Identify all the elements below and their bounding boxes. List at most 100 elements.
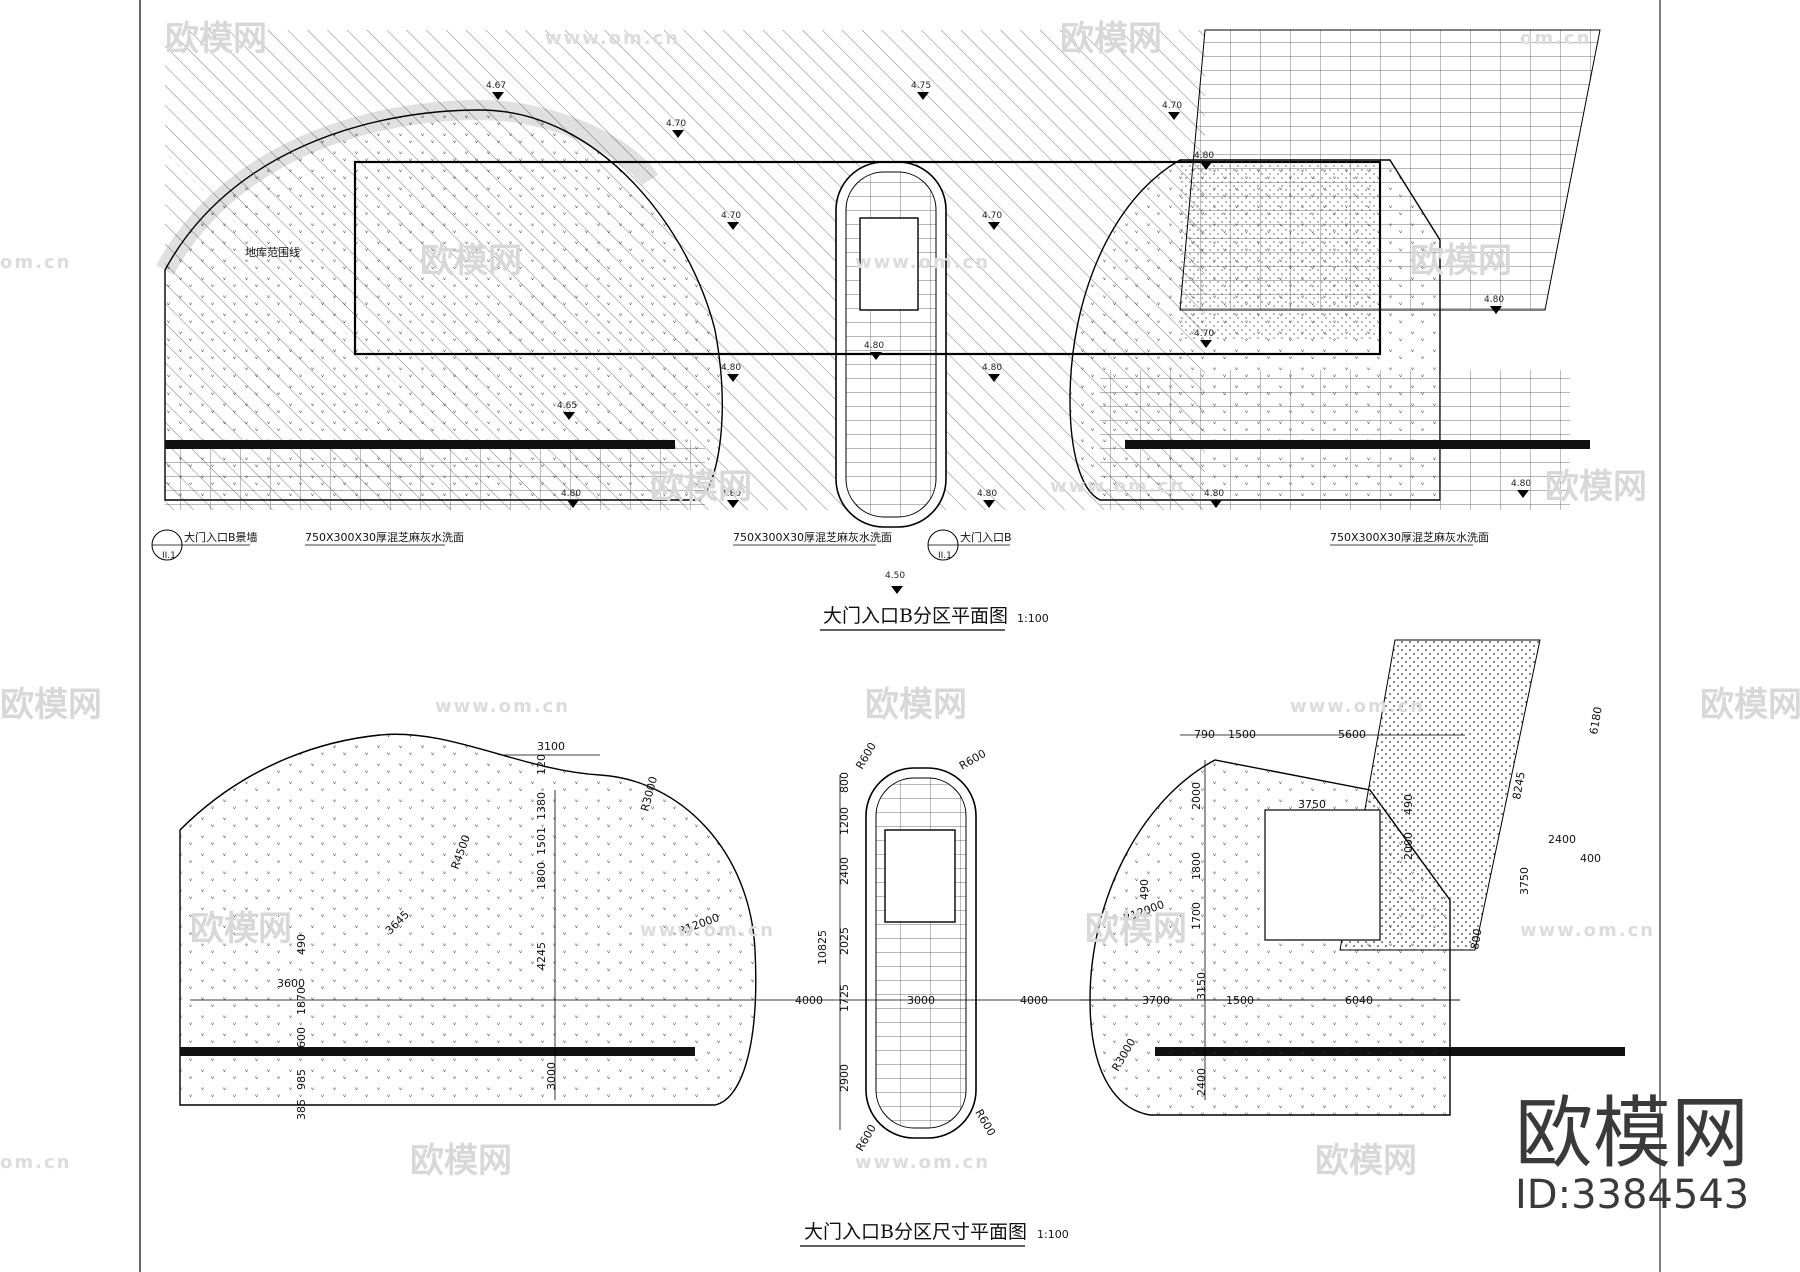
- dim-label: 1725: [838, 984, 851, 1012]
- watermark-brand: 欧模网: [420, 241, 522, 281]
- dim-label: 5600: [1338, 728, 1366, 741]
- dim-label: 1800: [1190, 852, 1203, 880]
- watermark-brand: 欧模网: [1085, 909, 1187, 949]
- elev-label: 4.80: [1204, 489, 1224, 499]
- dim-label: 2400: [1548, 833, 1576, 846]
- dim-label: R600: [957, 747, 988, 773]
- dim-label: 2000: [1190, 782, 1203, 810]
- watermark-url: www.om.cn: [435, 696, 570, 717]
- outer-curve: [179, 734, 381, 831]
- paving-labels: 750X300X30厚混芝麻灰水洗面 750X300X30厚混芝麻灰水洗面 75…: [305, 530, 1489, 546]
- dim-label: 8245: [1510, 771, 1528, 801]
- plan-a: 4.67 4.75 4.70 4.70 4.70 4.70 4.80 4.70 …: [151, 29, 1601, 631]
- dim-label: 600: [295, 1027, 308, 1048]
- dim-label: 1500: [1228, 728, 1256, 741]
- watermark-url: om.cn: [0, 252, 71, 273]
- guard-house: [859, 217, 919, 311]
- dim-label: 1380: [535, 792, 548, 820]
- dim-label: 490: [295, 934, 308, 955]
- paving-label-center: 750X300X30厚混芝麻灰水洗面: [733, 530, 892, 544]
- dim-label: 4000: [795, 994, 823, 1007]
- dim-label: 3700: [1142, 994, 1170, 1007]
- callout-wall: II.1 大门入口B景墙: [151, 529, 258, 561]
- watermark-brand: 欧模网: [1545, 467, 1647, 507]
- elev-label: 4.70: [982, 211, 1002, 221]
- dim-label: 1700: [1190, 902, 1203, 930]
- lower-paving-left: [165, 440, 705, 510]
- dimension-lines: [190, 734, 1465, 1130]
- callout-sheet-ref: II.1: [162, 551, 176, 561]
- dim-label: 3000: [907, 994, 935, 1007]
- elev-label: 4.80: [561, 489, 581, 499]
- dim-label: 3150: [1195, 972, 1208, 1000]
- callout-sheet-ref: II.1: [938, 551, 952, 561]
- plan-a-scale: 1:100: [1017, 612, 1049, 625]
- watermark-brand: 欧模网: [0, 685, 102, 725]
- dim-label: 3600: [277, 977, 305, 990]
- dim-label: 1500: [1226, 994, 1254, 1007]
- dim-label: 2900: [838, 1064, 851, 1092]
- watermark-brand: 欧模网: [865, 685, 967, 725]
- planter-box-b: [1264, 809, 1381, 941]
- section-boundary-rect: [353, 160, 1382, 356]
- watermark-url: www.om.cn: [1050, 476, 1185, 497]
- watermark-brand: 欧模网: [1410, 241, 1512, 281]
- elev-label: 4.80: [721, 363, 741, 373]
- dim-label: 2400: [838, 857, 851, 885]
- dim-label: R600: [972, 1107, 998, 1138]
- dim-label: 10825: [816, 930, 829, 965]
- plan-b-title-block: 大门入口B分区尺寸平面图 1:100: [800, 1221, 1069, 1247]
- brand-stamp: 欧模网 ID:3384543: [1515, 1089, 1749, 1218]
- elev-label: 4.65: [557, 401, 577, 411]
- elev-label: 4.70: [666, 119, 686, 129]
- watermark-brand: 欧模网: [1700, 685, 1800, 725]
- dim-label: 2000: [1402, 832, 1415, 860]
- elev-label: 4.70: [1162, 101, 1182, 111]
- watermark-url: www.om.cn: [855, 1152, 990, 1173]
- dim-label: 490: [1138, 879, 1151, 900]
- dim-label: 1200: [838, 807, 851, 835]
- elev-label: 4.80: [864, 341, 884, 351]
- elev-label: 4.75: [911, 81, 931, 91]
- elev-label: 4.80: [1511, 479, 1531, 489]
- dim-label: 3750: [1518, 867, 1531, 895]
- watermark-brand: 欧模网: [1315, 1141, 1417, 1181]
- dim-label: 985: [295, 1069, 308, 1090]
- elev-label: 4.80: [977, 489, 997, 499]
- dim-label: 800: [1468, 928, 1484, 951]
- dim-label: 120: [535, 754, 548, 775]
- dim-label: R600: [853, 1122, 879, 1153]
- dim-label: 3750: [1298, 798, 1326, 811]
- dim-label: 1800: [535, 862, 548, 890]
- dim-label: 490: [1402, 794, 1415, 815]
- kerb-strip-left: [165, 440, 675, 449]
- watermark-url: www.om.cn: [640, 920, 775, 941]
- basement-boundary-label: 地库范围线: [245, 245, 300, 259]
- callout-gate-label: 大门入口B: [960, 530, 1012, 544]
- watermark-brand: 欧模网: [165, 19, 267, 59]
- watermark-url: www.om.cn: [545, 28, 680, 49]
- callout-wall-label: 大门入口B景墙: [184, 530, 258, 544]
- watermark-brand: 欧模网: [650, 467, 752, 507]
- plan-b-title: 大门入口B分区尺寸平面图: [804, 1221, 1027, 1243]
- dim-label: 4245: [535, 942, 548, 970]
- brand-id-text: ID:3384543: [1515, 1172, 1749, 1218]
- plan-a-title: 大门入口B分区平面图: [823, 605, 1008, 627]
- sheet-frame: [139, 0, 1661, 1272]
- elev-label: 4.67: [486, 81, 506, 91]
- elev-label: 4.70: [1194, 329, 1214, 339]
- elev-label: 4.80: [721, 489, 741, 499]
- dim-label: 800: [838, 772, 851, 793]
- dim-label: 1501: [535, 827, 548, 855]
- kerb-strip-left-b: [180, 1047, 695, 1056]
- plan-b-scale: 1:100: [1037, 1228, 1069, 1241]
- dim-label: 3100: [537, 740, 565, 753]
- dim-label: 2025: [838, 927, 851, 955]
- gravel-area: [1180, 160, 1375, 340]
- elev-label: 4.50: [885, 571, 905, 581]
- dim-label: 385: [295, 1099, 308, 1120]
- elev-label: 4.80: [1484, 295, 1504, 305]
- watermarks: 欧模网 欧模网 www.om.cn om.cn om.cn 欧模网 www.om…: [0, 19, 1800, 1181]
- kerb-strip-right: [1125, 440, 1590, 449]
